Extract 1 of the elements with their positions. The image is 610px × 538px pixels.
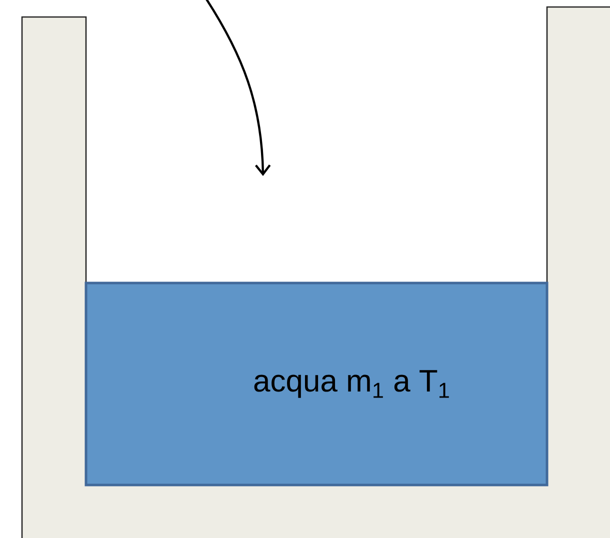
water-box: acqua m$_{1}$ a T$_{1}$ (84, 282, 548, 486)
